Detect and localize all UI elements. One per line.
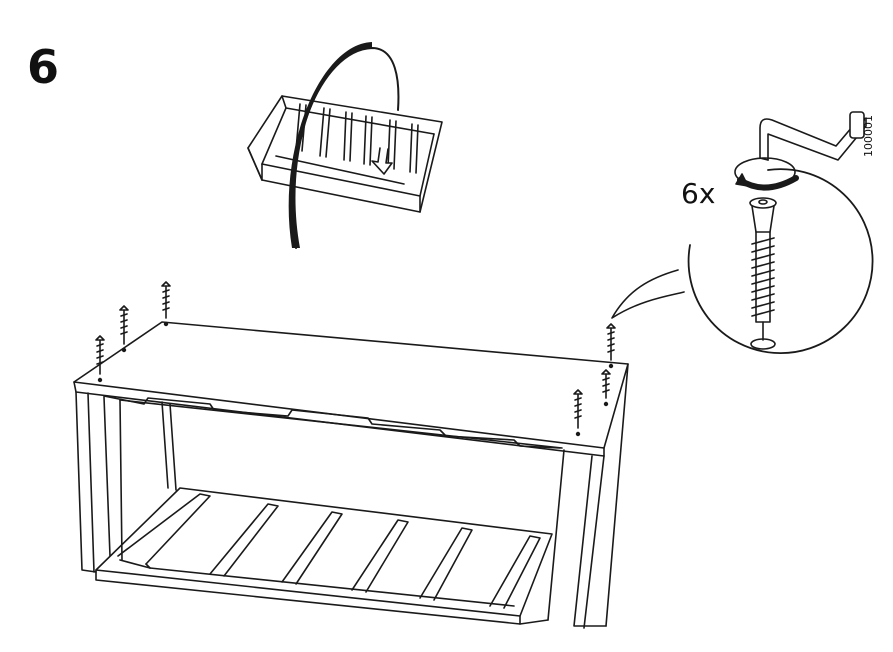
rotate-arrow-icon <box>734 157 799 191</box>
flip-arrow-icon <box>291 47 400 249</box>
screw-icon <box>606 323 616 369</box>
detail-bubble <box>611 111 874 355</box>
part-number-label: 100001 <box>862 115 875 157</box>
screw-icon <box>601 369 611 407</box>
screw-icon <box>749 197 777 350</box>
screw-icon <box>119 305 129 353</box>
quantity-label: 6x <box>681 177 716 210</box>
crank-tool-icon <box>759 111 867 161</box>
cabinet <box>73 321 629 629</box>
screw-icon <box>161 281 171 327</box>
screw-icon <box>573 389 583 437</box>
down-arrow-icon <box>371 147 393 175</box>
screws <box>95 281 616 437</box>
step-number: 6 <box>27 40 60 94</box>
screw-icon <box>95 335 105 383</box>
flip-illustration <box>247 95 443 213</box>
